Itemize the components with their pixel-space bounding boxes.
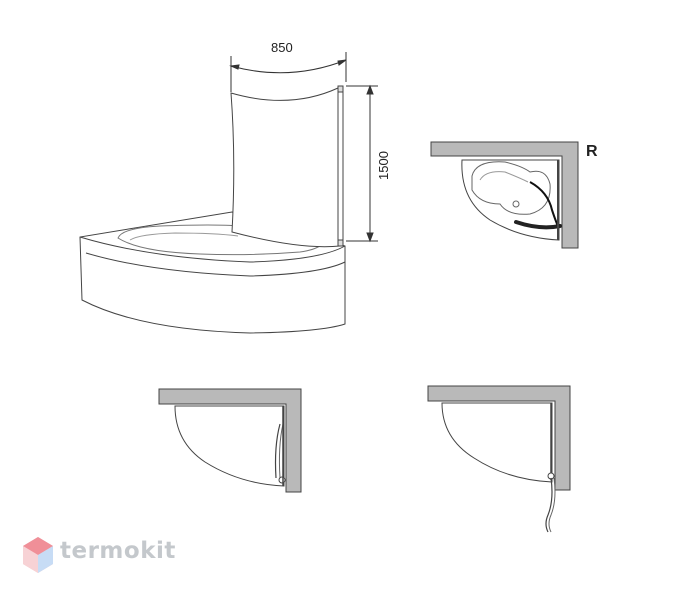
plan-top-screen-swing [514, 220, 562, 230]
plan-top-wall [430, 141, 579, 249]
plan-left-bath [174, 405, 285, 487]
plan-left-hinge [278, 476, 286, 484]
plan-left-wall [158, 388, 302, 493]
plan-view-right [427, 385, 571, 533]
height-arrow-top [366, 84, 374, 95]
width-arrow-right [337, 59, 347, 66]
screen-hinge-bottom [337, 239, 344, 247]
plan-top-drain [512, 200, 520, 208]
perspective-view [79, 52, 378, 334]
height-arrow-bottom [366, 232, 374, 243]
plan-view-top [430, 141, 579, 249]
plan-right-bath [441, 402, 553, 483]
plan-right-screen [545, 477, 553, 533]
plan-view-left [158, 388, 302, 493]
height-dimension-label: 1500 [376, 151, 391, 180]
screen-hinge-top [337, 85, 344, 93]
bath-rim-front [79, 236, 346, 263]
screen-profile [337, 87, 344, 247]
bath-rim-lower [85, 252, 346, 277]
plan-left-screen-edge [278, 423, 284, 479]
watermark-brand-text: termokit [60, 538, 176, 564]
plan-top-basin [471, 161, 551, 215]
termokit-logo-icon [23, 537, 53, 573]
plan-right-screen-edge [548, 477, 556, 533]
width-dimension-label: 850 [271, 40, 293, 55]
plan-top-screen [529, 181, 559, 227]
bath-basin-inner [129, 232, 239, 241]
width-dim-line [230, 59, 347, 74]
screen-glass [230, 87, 341, 248]
plan-left-screen [274, 423, 281, 479]
width-arrow-left [229, 64, 240, 70]
side-label: R [586, 143, 598, 160]
plan-top-basin-inner [479, 171, 529, 183]
